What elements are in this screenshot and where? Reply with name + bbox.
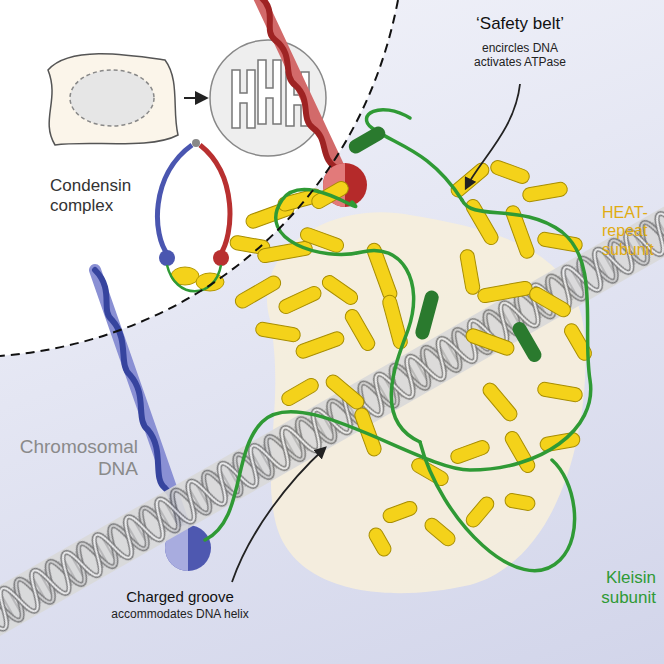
part-label: HEAT-repeat subunit (602, 204, 660, 259)
helix-cylinder (323, 372, 366, 412)
leader-arrow (466, 84, 520, 188)
helix-cylinder (381, 499, 419, 524)
helix-cylinder (477, 280, 534, 303)
nucleus (70, 70, 154, 126)
kleisin-helices (346, 124, 544, 365)
helix-cylinder (277, 284, 324, 316)
callout-note: accommodates DNA helix (90, 608, 270, 622)
helix-cylinder (459, 249, 481, 296)
helix-cylinder (449, 439, 491, 466)
callout-note: encircles DNA activates ATPase (465, 42, 575, 70)
cell-shape (48, 54, 178, 145)
helix-cylinder (537, 381, 584, 403)
helix-cylinder (257, 240, 314, 263)
condensin-ring-icon (157, 139, 230, 291)
dna-helix (0, 192, 664, 641)
inset-arrow (184, 97, 206, 99)
part-label: Chromosomal DNA (6, 436, 138, 480)
helix-cylinder (527, 285, 573, 320)
protein-surface (267, 212, 586, 593)
part-label: Kleisin subunit (572, 568, 656, 607)
kleisin-chain (205, 110, 591, 571)
helix-cylinder (343, 307, 378, 353)
helix-cylinder (463, 494, 496, 530)
node-label: Condensin complex (50, 176, 150, 217)
helix-cylinder (279, 376, 321, 408)
helix-cylinder (464, 327, 516, 357)
callout-title: ‘Safety belt’ (445, 14, 595, 34)
helix-cylinder (320, 273, 361, 307)
helix-cylinder (480, 380, 520, 423)
helix-cylinder (294, 330, 346, 360)
helix-cylinder (233, 273, 283, 310)
helix-cylinder (463, 197, 500, 247)
helix-cylinder (489, 159, 531, 186)
helix-cylinder (504, 493, 536, 512)
callout-title: Charged groove (100, 588, 260, 605)
helix-cylinder (366, 526, 393, 559)
leader-arrow (232, 448, 325, 582)
inset-panel: Condensin complex (0, 0, 400, 360)
helix-cylinder (503, 429, 538, 475)
helix-cylinder (522, 181, 569, 203)
smc-coil-red (258, 0, 367, 207)
helix-cylinder (255, 321, 302, 343)
helix-cylinder (422, 515, 458, 548)
